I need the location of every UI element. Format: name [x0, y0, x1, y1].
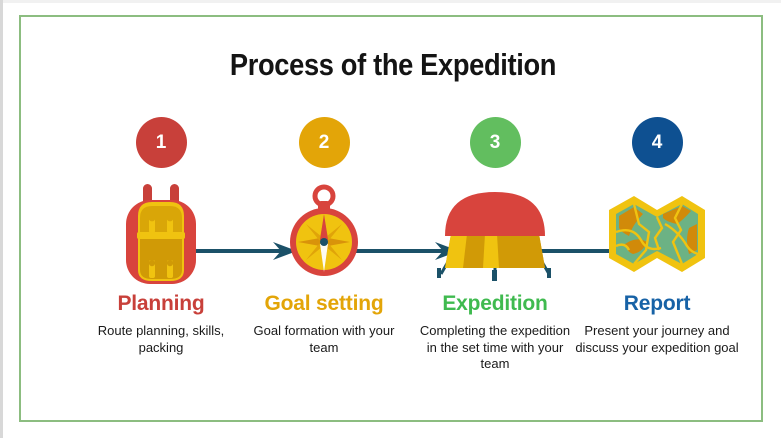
- step-description-1: Route planning, skills, packing: [97, 323, 225, 355]
- arrow-step2-to-step3: [351, 240, 459, 262]
- step-title-4: Report: [623, 292, 691, 315]
- step-column-3: 3: [407, 117, 583, 373]
- step-number-badge-4: 4: [631, 117, 683, 168]
- step-title-2: Goal setting: [264, 292, 384, 315]
- step-column-1: 1: [73, 117, 249, 356]
- step-column-4: 4: [569, 117, 745, 356]
- top-edge-rule: [0, 0, 781, 3]
- step-column-2: 2: [236, 117, 412, 356]
- step-description-3: Completing the expedition in the set tim…: [419, 323, 571, 371]
- page-title: Process of the Expedition: [229, 47, 557, 82]
- map-icon: [569, 184, 745, 288]
- step-number-badge-3: 3: [469, 117, 521, 168]
- step-number-badge-2: 2: [298, 117, 350, 168]
- tent-icon: [407, 184, 583, 288]
- backpack-icon: [73, 184, 249, 288]
- step-number-badge-1: 1: [135, 117, 187, 168]
- compass-icon: [236, 184, 412, 288]
- step-description-4: Present your journey and discuss your ex…: [575, 323, 739, 355]
- arrow-step1-to-step2: [189, 240, 297, 262]
- left-edge-rule: [0, 0, 3, 438]
- step-title-1: Planning: [117, 292, 205, 315]
- slide-frame: Process of the Expedition 1: [19, 15, 763, 422]
- step-description-2: Goal formation with your team: [253, 323, 395, 355]
- step-title-3: Expedition: [442, 292, 548, 315]
